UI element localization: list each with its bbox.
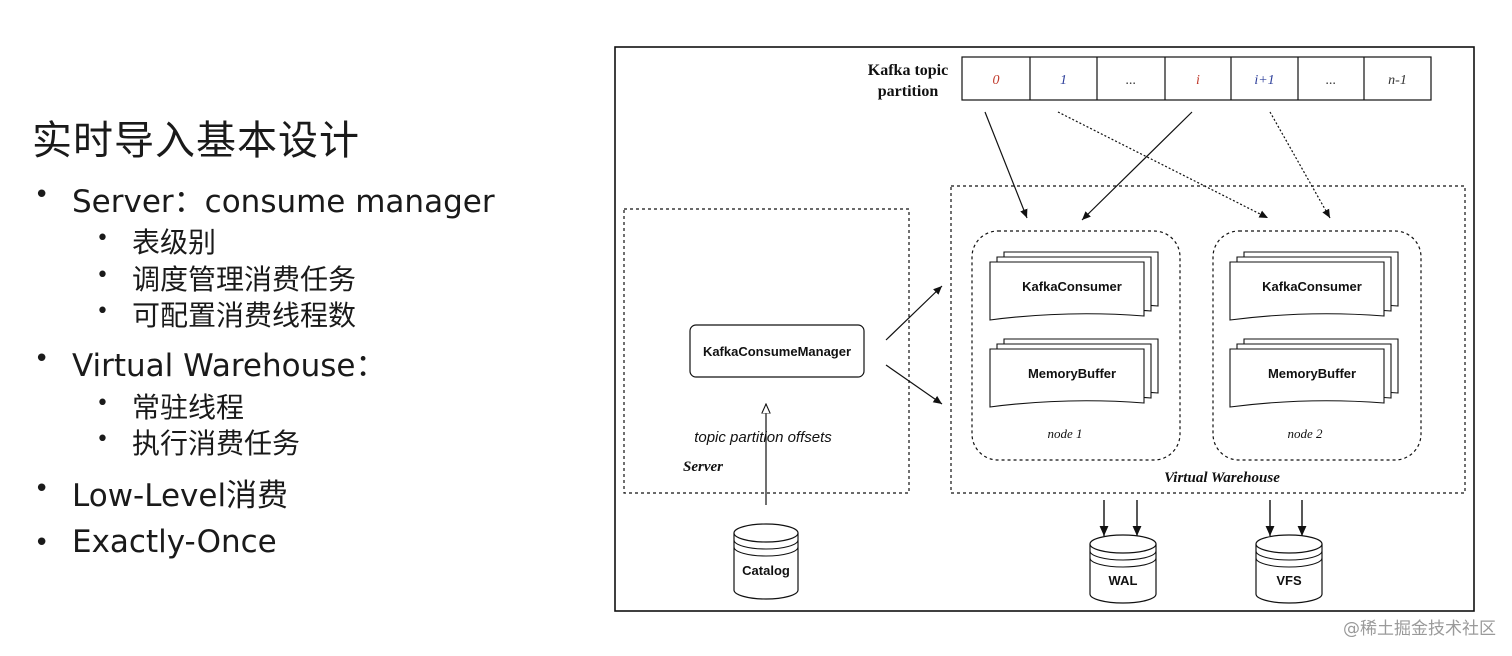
partition-row-border — [961, 56, 1432, 101]
sub-bullet: • 表级别 — [96, 221, 396, 259]
partition-cell-5: ... — [1326, 73, 1337, 88]
bullet-text: Server：consume manager — [72, 184, 495, 220]
sub-bullet-text: 调度管理消费任务 — [132, 263, 357, 296]
partition-cell-0: 0 — [993, 73, 1000, 88]
catalog-cylinder: Catalog — [733, 523, 799, 600]
sub-bullet-text: 表级别 — [132, 226, 217, 259]
offsets-label: topic partition offsets — [694, 429, 832, 446]
slide-title: 实时导入基本设计 — [32, 118, 360, 164]
partition-cell-1: 1 — [1060, 73, 1067, 88]
node-1-box — [971, 230, 1181, 461]
partition-cell-2: ... — [1126, 73, 1137, 88]
topic-label-line1: Kafka topic — [868, 62, 948, 79]
consume-manager-label: KafkaConsumeManager — [703, 344, 851, 359]
partition-cell-6: n-1 — [1388, 73, 1407, 88]
sub-bullet-text: 常驻线程 — [132, 391, 245, 424]
vfs-cylinder: VFS — [1255, 534, 1323, 604]
manager-arrow-down — [885, 364, 943, 405]
node-2-label: node 2 — [1287, 426, 1323, 441]
bullet-dot: • — [96, 391, 109, 416]
node-2: KafkaConsumer MemoryBuffer node 2 — [1212, 230, 1422, 461]
topic-label-line2: partition — [878, 83, 939, 100]
bullet-dot: • — [96, 299, 109, 324]
wal-label: WAL — [1109, 573, 1138, 588]
bullet-dot: • — [96, 427, 109, 452]
partition-cell-3: i — [1196, 73, 1200, 88]
node-1-consumer-label: KafkaConsumer — [1022, 279, 1122, 294]
bullet-server: • Server：consume manager — [34, 176, 495, 220]
sub-bullet-text: 执行消费任务 — [132, 427, 301, 460]
node-1-buffer-label: MemoryBuffer — [1028, 366, 1116, 381]
node-1-buffer-stack — [989, 338, 1159, 408]
server-box — [623, 208, 910, 494]
wal-cylinder: WAL — [1089, 534, 1157, 604]
watermark: @稀土掘金技术社区 — [1343, 619, 1496, 639]
bullet-text: Low-Level消费 — [72, 478, 289, 514]
bullet-text: Virtual Warehouse： — [72, 348, 387, 384]
arrow-partition-i-plus-1 — [1269, 111, 1331, 219]
node-1-consumer-stack — [989, 251, 1159, 321]
arrow-partition-1 — [1057, 111, 1269, 219]
node-1: KafkaConsumer MemoryBuffer node 1 — [971, 230, 1181, 461]
partition-row: 0 1... i i+1... n-1 — [961, 56, 1432, 101]
node-2-buffer-stack — [1229, 338, 1399, 408]
bullet-dot: • — [96, 263, 109, 288]
bullet-dot: • — [34, 180, 50, 210]
bullet-dot: • — [34, 344, 50, 374]
server-label: Server — [683, 459, 723, 475]
sub-bullet-text: 可配置消费线程数 — [132, 299, 357, 332]
node-2-consumer-stack — [1229, 251, 1399, 321]
bullet-dot: • — [34, 528, 50, 558]
node-2-buffer-label: MemoryBuffer — [1268, 366, 1356, 381]
warehouse-box — [950, 185, 1466, 494]
bullet-warehouse: • Virtual Warehouse： — [34, 340, 494, 384]
bullet-exactly-once: • Exactly-Once — [34, 524, 494, 564]
consume-manager-box — [689, 324, 865, 378]
node-2-box — [1212, 230, 1422, 461]
warehouse-label: Virtual Warehouse — [1164, 470, 1280, 486]
sub-bullet: • 常驻线程 — [96, 386, 396, 424]
arrow-partition-i — [1081, 111, 1193, 221]
bullet-low-level: • Low-Level消费 — [34, 470, 494, 514]
partition-cell-4: i+1 — [1254, 73, 1274, 88]
bullet-dot: • — [34, 474, 50, 504]
vfs-label: VFS — [1276, 573, 1302, 588]
sub-bullet: • 可配置消费线程数 — [96, 294, 396, 332]
catalog-label: Catalog — [742, 563, 790, 578]
bullet-text: Exactly-Once — [72, 524, 277, 560]
arrow-partition-0 — [984, 111, 1028, 219]
manager-arrow-up — [885, 285, 943, 341]
node-1-label: node 1 — [1047, 426, 1082, 441]
sub-bullet: • 调度管理消费任务 — [96, 258, 396, 296]
bullet-dot: • — [96, 226, 109, 251]
node-2-consumer-label: KafkaConsumer — [1262, 279, 1362, 294]
sub-bullet: • 执行消费任务 — [96, 422, 396, 460]
